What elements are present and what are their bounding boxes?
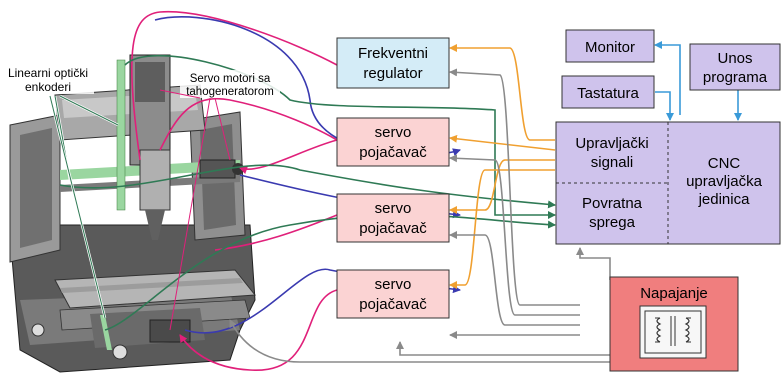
orange-wire-servo2 <box>449 159 555 214</box>
servo-pojacavac-2-line1: servo <box>375 200 412 217</box>
wires <box>59 10 742 371</box>
upravljacki-signali-line2: signali <box>591 154 634 171</box>
servo-motors-label-line1: Servo motori sa <box>190 73 271 85</box>
tastatura-block: Tastatura <box>561 75 655 109</box>
gray-wire-servo1 <box>449 154 580 316</box>
magenta-wire-servo1 <box>239 139 338 175</box>
frekventni-regulator-line2: regulator <box>363 65 422 82</box>
transformer-icon <box>639 305 707 359</box>
upravljacki-signali-line1: Upravljački <box>575 135 648 152</box>
napajanje-block: Napajanje <box>609 276 739 372</box>
monitor-label: Monitor <box>585 39 635 56</box>
cnc-jedinica-line1: CNC <box>708 155 741 172</box>
frekventni-regulator-line1: Frekventni <box>358 45 428 62</box>
servo-pojacavac-3-line2: pojačavač <box>359 296 427 313</box>
servo-pojacavac-2-line2: pojačavač <box>359 220 427 237</box>
magenta-wire-regulator <box>131 10 338 161</box>
cnc-jedinica-line3: jedinica <box>698 191 751 208</box>
unos-programa-line1: Unos <box>717 50 752 67</box>
monitor-block: Monitor <box>565 29 655 63</box>
gray-wire-servo2 <box>449 231 580 326</box>
cnc-machine-illustration <box>9 54 256 373</box>
frekventni-regulator-block: Frekventni regulator <box>336 37 450 89</box>
povratna-sprega-line1: Povratna <box>582 195 643 212</box>
gray-wire-cnc <box>576 247 611 280</box>
servo-motors-annotation: Servo motori sa tahogeneratorom <box>159 70 280 331</box>
tastatura-label: Tastatura <box>577 85 639 102</box>
orange-wire-servo1 <box>449 134 556 151</box>
servo-pojacavac-2-block: servo pojačavač <box>336 193 450 243</box>
orange-wire-servo3 <box>449 169 555 289</box>
servo-pojacavac-1-line2: pojačavač <box>359 144 427 161</box>
green-wire-3 <box>104 214 556 331</box>
gray-wire-regulator <box>449 68 580 306</box>
cyan-wire-tastatura <box>655 91 674 121</box>
magenta-wire-servo3 <box>179 289 338 371</box>
povratna-sprega-line2: sprega <box>589 214 636 231</box>
magenta-wire-motor-head <box>159 97 338 151</box>
unos-programa-block: Unos programa <box>689 43 781 91</box>
encoders-annotation: Linearni optički enkoderi <box>6 66 119 319</box>
servo-pojacavac-3-block: servo pojačavač <box>336 269 450 319</box>
green-wire-2 <box>59 164 556 209</box>
green-wire-1 <box>124 54 556 219</box>
cyan-wire-monitor <box>654 41 681 115</box>
servo-pojacavac-1-line1: servo <box>375 124 412 141</box>
encoders-label-line1: Linearni optički <box>8 66 88 80</box>
gray-wire-bottom <box>396 341 610 356</box>
servo-motors-label-line2: tahogeneratorom <box>186 86 274 98</box>
servo-pojacavac-3-line1: servo <box>375 276 412 293</box>
encoders-label-line2: enkoderi <box>25 80 71 94</box>
cnc-unit-block: Upravljački signali Povratna sprega CNC … <box>555 121 781 245</box>
cnc-jedinica-line2: upravljačka <box>686 173 763 190</box>
napajanje-label: Napajanje <box>640 285 708 302</box>
orange-wire-regulator <box>449 44 555 141</box>
servo-pojacavac-1-block: servo pojačavač <box>336 117 450 167</box>
gray-wire-left <box>229 319 655 363</box>
unos-programa-line2: programa <box>703 69 768 86</box>
